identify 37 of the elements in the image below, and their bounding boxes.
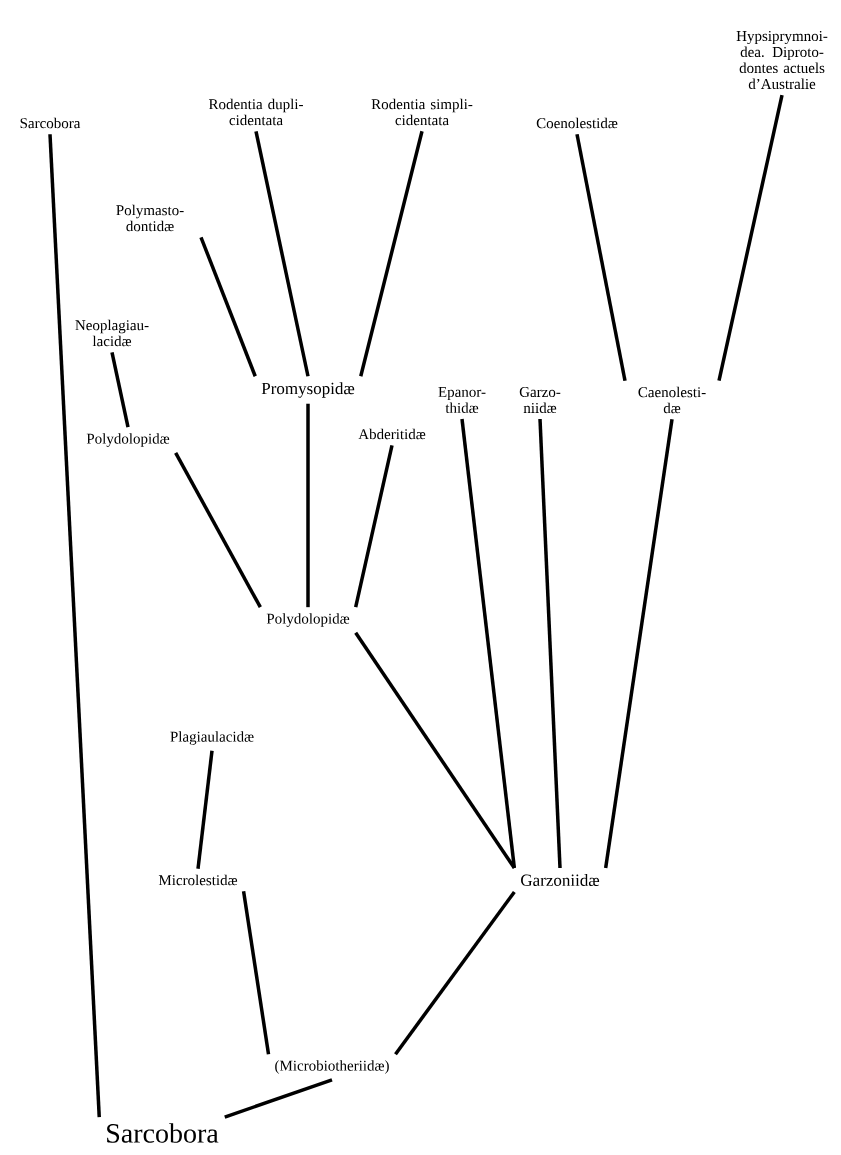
branch-line	[460, 418, 517, 869]
branch-line	[254, 130, 310, 377]
taxon-label: Polydolopidæ	[86, 433, 170, 447]
taxon-label: Neoplagiau- lacidæ	[75, 319, 149, 347]
taxon-label: Coenolestidæ	[536, 117, 618, 129]
taxon-label: Plagiaulacidæ	[170, 731, 254, 745]
taxon-label: Polymasto- dontidæ	[116, 204, 184, 232]
branch-line	[394, 890, 516, 1056]
branch-line	[354, 631, 516, 869]
taxon-label: Caenolesti- dæ	[638, 386, 706, 414]
branch-line	[199, 236, 257, 377]
taxon-label: (Microbiotheriidæ)	[275, 1060, 389, 1074]
taxon-label: Rodentia dupli- cidentata	[208, 98, 303, 126]
taxon-label: Microlestidæ	[158, 874, 238, 886]
taxon-label: Polydolopidæ	[266, 613, 350, 627]
taxon-label: Promysopidæ	[261, 382, 355, 398]
branch-line	[717, 94, 784, 382]
branch-line	[224, 1078, 333, 1119]
branch-line	[48, 134, 101, 1118]
taxon-label: Garzoniidæ	[521, 874, 600, 886]
taxon-label: Rodentia simpli- cidentata	[371, 98, 473, 126]
taxon-label: Hypsiprymnoi- dea. Diproto- dontes actuels d’Australie	[736, 30, 828, 89]
taxon-label: Abderitidæ	[358, 428, 426, 440]
taxon-label: Epanor- thidæ	[438, 387, 486, 413]
taxon-label: Garzo- niidæ	[519, 386, 561, 413]
branch-line	[110, 351, 130, 428]
taxon-label: Sarcobora	[20, 117, 81, 129]
branch-line	[306, 403, 310, 608]
branch-line	[241, 891, 271, 1055]
branch-line	[359, 130, 424, 377]
branch-line	[174, 451, 262, 608]
branch-line	[196, 750, 214, 869]
branch-line	[538, 418, 562, 869]
branch-line	[575, 133, 627, 382]
title-label: Sarcobora	[107, 1123, 219, 1143]
branch-line	[603, 419, 674, 869]
branch-line	[353, 444, 394, 608]
